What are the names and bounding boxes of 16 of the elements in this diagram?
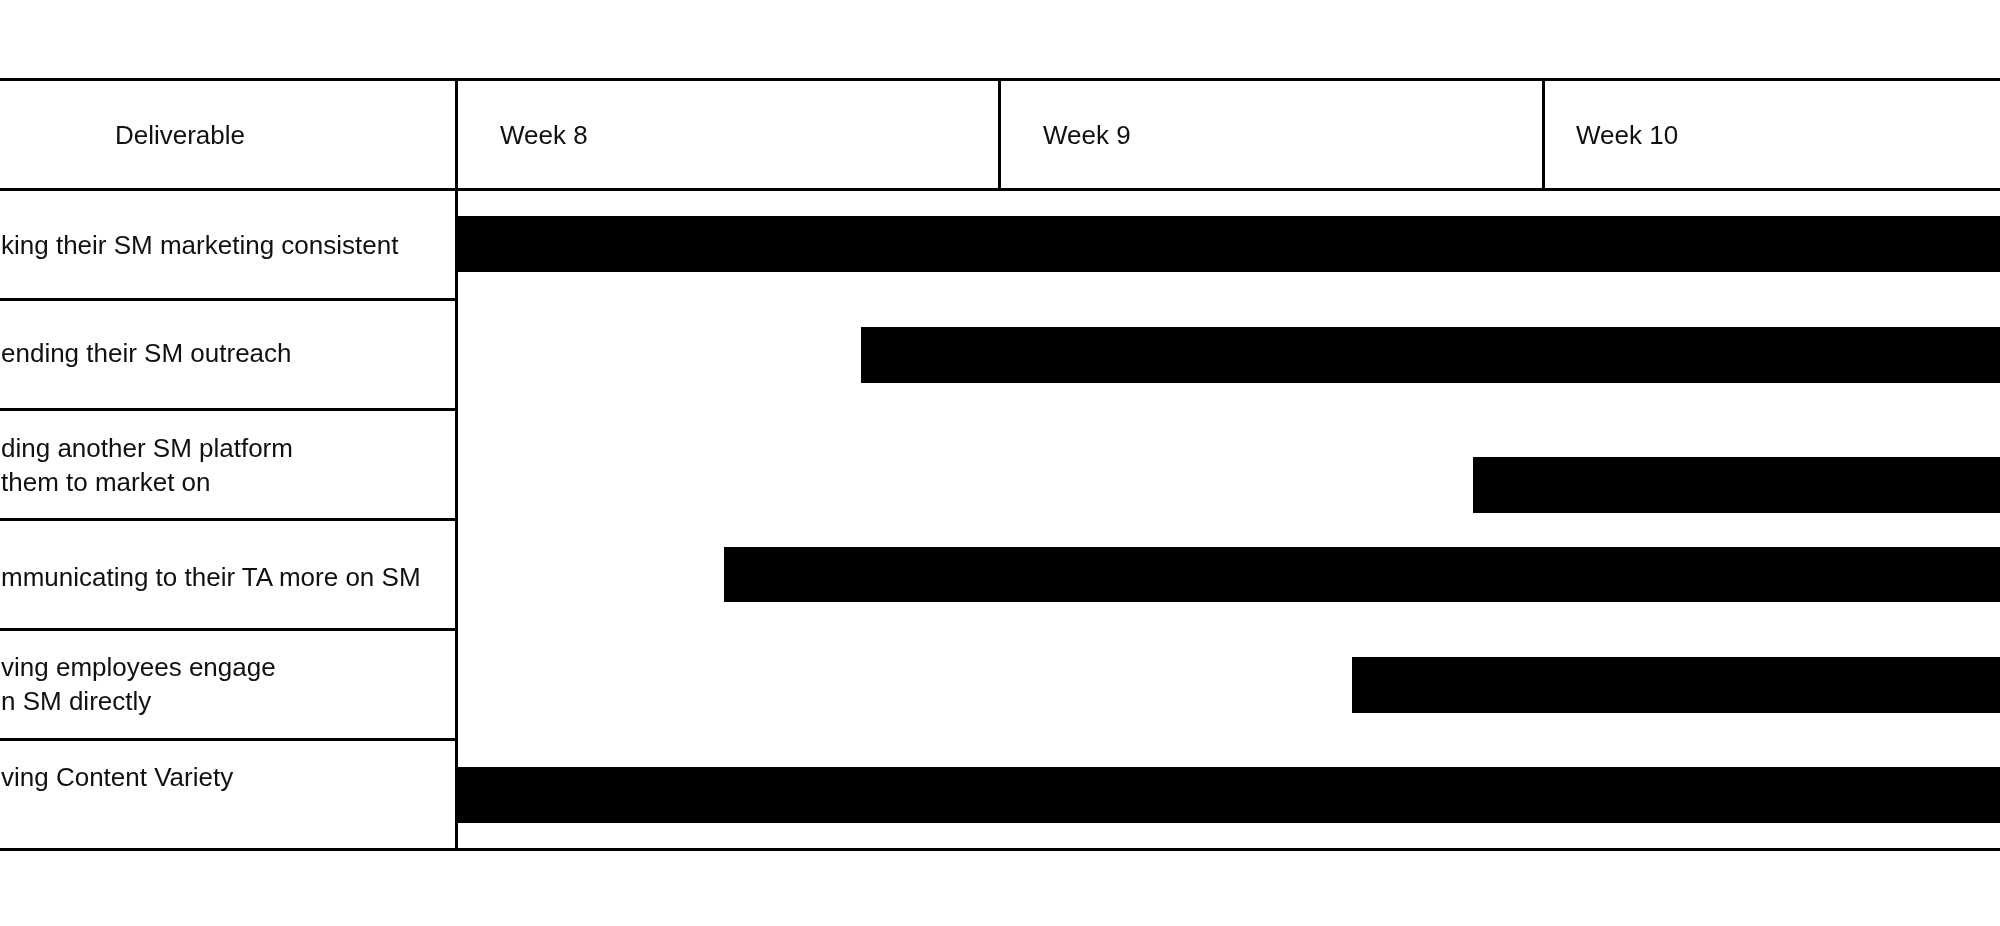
deliverable-label: ding another SM platform them to market on xyxy=(1,432,294,499)
gantt-bar xyxy=(457,767,2000,823)
deliverable-label: king their SM marketing consistent xyxy=(1,229,399,262)
gantt-bar xyxy=(1352,657,2000,713)
column-header: Week 10 xyxy=(1576,119,1679,152)
column-header: Week 9 xyxy=(1043,119,1131,152)
gantt-bar xyxy=(861,327,2000,383)
column-header: Deliverable xyxy=(113,119,247,152)
gantt-bar xyxy=(457,216,2000,272)
deliverable-label: ending their SM outreach xyxy=(1,337,292,370)
gantt-bar xyxy=(1473,457,2000,513)
deliverable-label: ving Content Variety xyxy=(1,761,234,794)
gantt-bar xyxy=(724,547,2000,602)
deliverable-label: ving employees engage n SM directly xyxy=(1,651,277,718)
column-header: Week 8 xyxy=(500,119,588,152)
deliverable-label: mmunicating to their TA more on SM xyxy=(1,561,421,594)
